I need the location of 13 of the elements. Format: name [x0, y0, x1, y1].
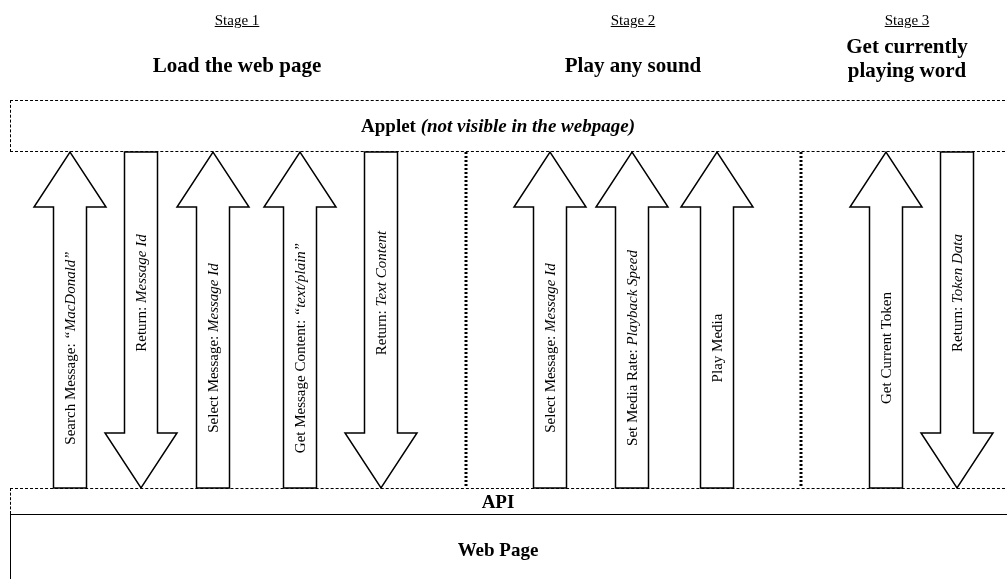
stage-label: Stage 3 — [884, 12, 930, 29]
stage-heading: Get currently playing word — [845, 34, 969, 83]
stage-heading: Play any sound — [564, 53, 702, 78]
stage-label: Stage 2 — [610, 12, 656, 29]
api-box — [10, 488, 1007, 514]
applet-box — [10, 100, 1007, 152]
stage-label: Stage 1 — [214, 12, 260, 29]
box-title: Web Page — [457, 538, 539, 561]
box-title: Applet (not visible in the webpage) — [361, 115, 635, 137]
box-title: API — [481, 490, 515, 513]
web-page-box — [10, 514, 1007, 579]
stage-heading: Load the web page — [152, 53, 322, 78]
block-arrow — [679, 150, 755, 489]
